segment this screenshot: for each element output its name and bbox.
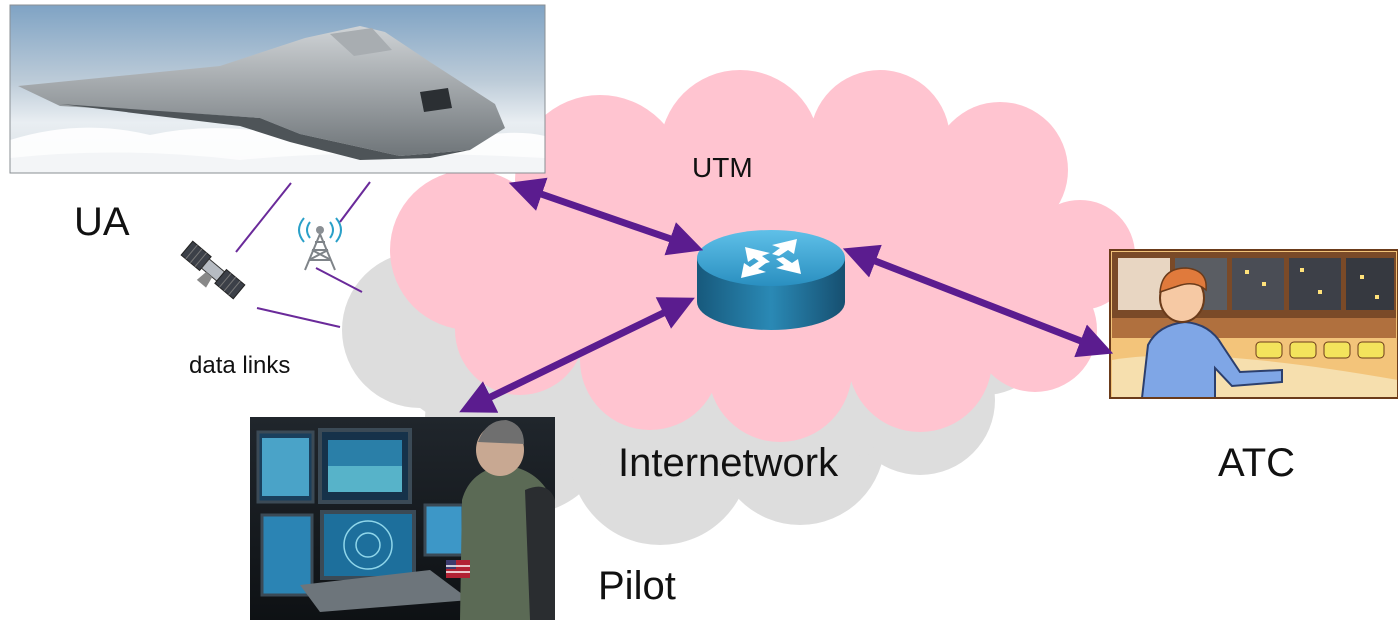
data-links-label: data links — [189, 352, 291, 379]
atc-controller-illustration — [1109, 249, 1398, 399]
drone-photo — [9, 4, 546, 174]
arrow-ua-utm — [508, 177, 704, 256]
arrow-router-atc — [842, 244, 1114, 358]
satellite-icon — [180, 240, 246, 300]
radio-tower-icon — [298, 217, 342, 271]
internetwork-label: Internetwork — [618, 441, 839, 485]
pilot-station-photo — [250, 417, 555, 620]
arrow-router-pilot — [459, 297, 695, 413]
utm-label: UTM — [692, 152, 753, 183]
pilot-label: Pilot — [598, 564, 676, 608]
data-link-lines — [235, 181, 371, 328]
ua-label: UA — [74, 200, 130, 244]
atc-label: ATC — [1218, 441, 1296, 485]
connection-arrows — [459, 177, 1114, 413]
router-icon — [697, 230, 845, 330]
